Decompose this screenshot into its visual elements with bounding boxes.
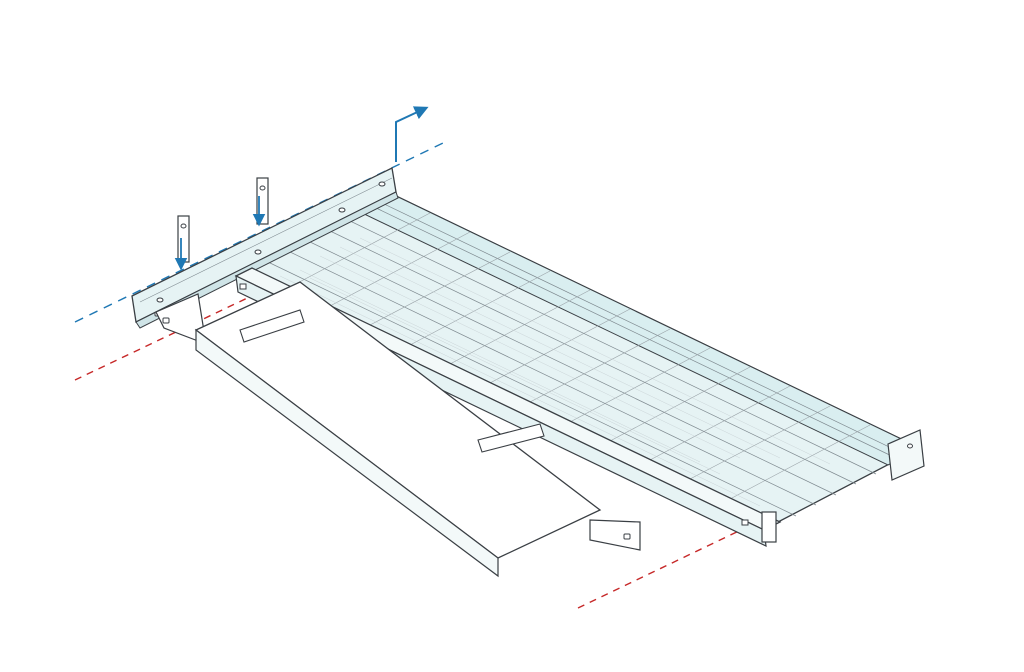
arrow-up-right-icon bbox=[395, 106, 429, 162]
mesh-panel bbox=[248, 193, 922, 523]
insert-down-arrows bbox=[174, 196, 266, 271]
lower-support-bar bbox=[155, 281, 641, 578]
hanger-tabs bbox=[177, 177, 269, 263]
bar-slot bbox=[162, 317, 631, 540]
move-up-arrow bbox=[395, 106, 429, 162]
top-rail bbox=[131, 167, 399, 329]
red-alignment-line bbox=[74, 291, 261, 381]
mesh-longitudinal-strands bbox=[267, 201, 909, 517]
mesh-transverse-hatch bbox=[289, 212, 871, 500]
red-alignment-line bbox=[577, 527, 746, 609]
mesh-fine-hatch bbox=[279, 237, 831, 507]
hanger-tab bbox=[177, 215, 190, 263]
